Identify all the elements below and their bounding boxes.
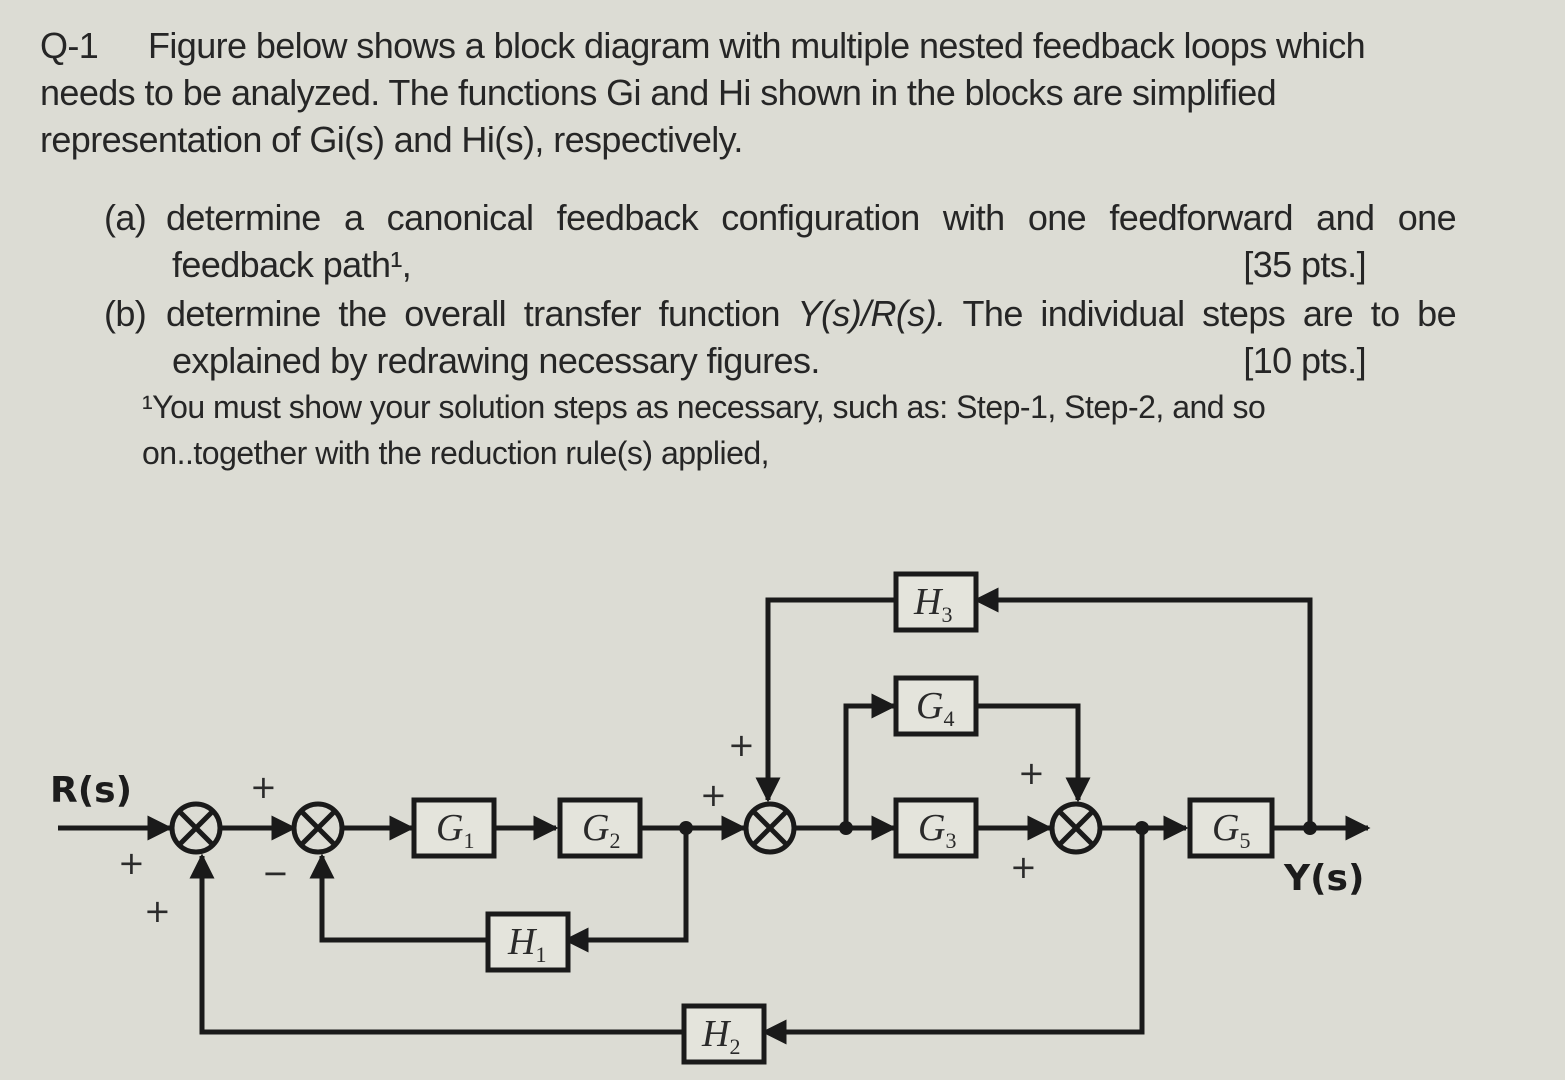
part-a-label: (a) bbox=[104, 197, 147, 238]
h1-feedback-line bbox=[563, 828, 689, 953]
h1-feedback-line bbox=[309, 853, 488, 943]
block-g5-label: G5 bbox=[1212, 807, 1250, 853]
question-number: Q-1 bbox=[40, 25, 99, 66]
block-g3 bbox=[893, 797, 979, 859]
output-label: Y(s) bbox=[1283, 858, 1364, 899]
part-a: (a) determine a canonical feedback config… bbox=[104, 194, 1457, 288]
sign-plus: + bbox=[144, 892, 171, 930]
block-h3 bbox=[893, 571, 979, 633]
part-b-text: determine the overall transfer function … bbox=[166, 293, 1457, 334]
part-b-points: [10 pts.] bbox=[1243, 340, 1366, 381]
pickoff-point bbox=[839, 821, 853, 835]
summing-junction-3 bbox=[743, 801, 797, 855]
h2-feedback-line bbox=[761, 828, 1145, 1045]
sign-plus: + bbox=[1010, 848, 1037, 886]
block-h1-label: H1 bbox=[507, 921, 546, 967]
summing-junction-2 bbox=[291, 801, 345, 855]
block-g2 bbox=[557, 797, 643, 859]
part-b-text-2: explained by redrawing necessary figures… bbox=[172, 340, 820, 381]
pickoff-point bbox=[1135, 821, 1149, 835]
h2-feedback-line bbox=[189, 853, 682, 1035]
block-g5 bbox=[1187, 797, 1275, 859]
block-g4-label: G4 bbox=[916, 685, 954, 731]
block-h2 bbox=[681, 1003, 767, 1065]
sign-plus: + bbox=[250, 768, 277, 806]
sign-plus: + bbox=[728, 726, 755, 764]
h3-feedback-line bbox=[973, 587, 1313, 828]
sign-minus: − bbox=[262, 854, 289, 892]
summing-junction-4 bbox=[1049, 801, 1103, 855]
block-diagram: G1 G2 G3 G4 G5 H1 H2 H3 R(s) Y(s) + + + … bbox=[50, 571, 1371, 1065]
part-b-label: (b) bbox=[104, 293, 147, 334]
transfer-function-math: Y(s)/R(s). bbox=[797, 293, 947, 334]
footnote-line-1: ¹You must show your solution steps as ne… bbox=[142, 389, 1266, 425]
sign-plus: + bbox=[118, 844, 145, 882]
block-h2-label: H2 bbox=[701, 1013, 740, 1059]
sign-plus: + bbox=[1018, 754, 1045, 792]
input-label: R(s) bbox=[50, 770, 132, 811]
part-a-text: determine a canonical feedback configura… bbox=[166, 197, 1457, 238]
part-a-text-2: feedback path¹, bbox=[172, 244, 412, 285]
block-g4 bbox=[893, 675, 979, 737]
question-line-2: needs to be analyzed. The functions Gi a… bbox=[40, 72, 1277, 113]
block-h1 bbox=[485, 911, 571, 973]
block-h3-label: H3 bbox=[913, 581, 952, 627]
block-g2-label: G2 bbox=[582, 807, 620, 853]
part-a-points: [35 pts.] bbox=[1243, 244, 1366, 285]
g4-branch-line bbox=[843, 693, 897, 828]
block-g3-label: G3 bbox=[918, 807, 956, 853]
footnote: ¹You must show your solution steps as ne… bbox=[142, 384, 1392, 476]
g4-branch-line bbox=[976, 703, 1091, 803]
pickoff-point bbox=[679, 821, 693, 835]
block-g1-label: G1 bbox=[436, 807, 474, 853]
sign-plus: + bbox=[700, 776, 727, 814]
h3-feedback-line bbox=[755, 597, 894, 803]
block-g1 bbox=[411, 797, 497, 859]
footnote-line-2: on..together with the reduction rule(s) … bbox=[142, 435, 770, 471]
pickoff-point bbox=[1303, 821, 1317, 835]
summing-junction-1 bbox=[169, 801, 223, 855]
part-b: (b) determine the overall transfer functi… bbox=[104, 290, 1457, 384]
question-line-3: representation of Gi(s) and Hi(s), respe… bbox=[40, 119, 743, 160]
